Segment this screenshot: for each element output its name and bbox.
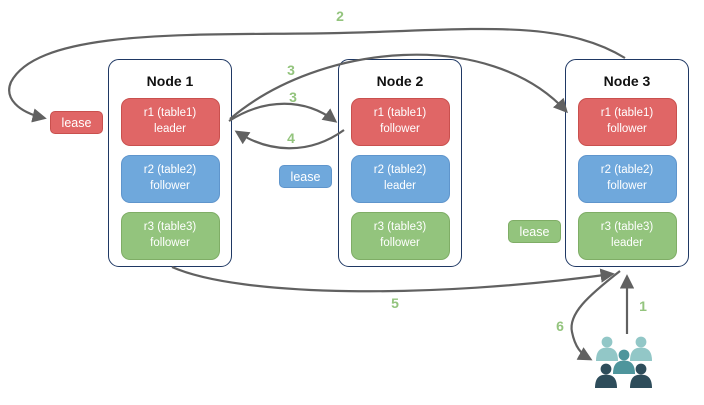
arrow-step5 — [171, 265, 615, 293]
replica-name: r1 (table1) — [600, 107, 654, 120]
replica-box-r3: r3 (table3) follower — [350, 212, 450, 260]
step-label-3b: 3 — [289, 89, 297, 105]
replica-box-r3: r3 (table3) leader — [577, 212, 677, 260]
replica-box-r3: r3 (table3) follower — [120, 212, 220, 260]
arrow-step3-to-node2 — [228, 102, 338, 123]
lease-badge-red: lease — [50, 111, 103, 134]
replica-role: leader — [611, 237, 643, 249]
node-3: Node 3 r1 (table1) follower r2 (table2) … — [565, 59, 689, 267]
replica-role: follower — [150, 180, 190, 192]
replica-box-r2: r2 (table2) follower — [120, 155, 220, 203]
replica-name: r2 (table2) — [600, 164, 654, 177]
replica-box-r1: r1 (table1) leader — [120, 98, 220, 146]
replica-name: r3 (table3) — [600, 221, 654, 234]
replica-name: r2 (table2) — [143, 164, 197, 177]
users-group-icon — [580, 333, 668, 400]
node-1: Node 1 r1 (table1) leader r2 (table2) fo… — [108, 59, 232, 267]
replica-box-r2: r2 (table2) leader — [350, 155, 450, 203]
node-title: Node 3 — [603, 73, 651, 89]
replica-role: follower — [607, 180, 647, 192]
replica-name: r3 (table3) — [143, 221, 197, 234]
step-label-2: 2 — [336, 8, 344, 24]
replica-box-r2: r2 (table2) follower — [577, 155, 677, 203]
node-2: Node 2 r1 (table1) follower r2 (table2) … — [338, 59, 462, 267]
step-label-1: 1 — [639, 298, 647, 314]
arrow-step2 — [8, 27, 626, 123]
replica-role: follower — [607, 123, 647, 135]
replica-name: r2 (table2) — [373, 164, 427, 177]
replica-box-r1: r1 (table1) follower — [577, 98, 677, 146]
step-label-4: 4 — [287, 130, 295, 146]
replica-name: r3 (table3) — [373, 221, 427, 234]
replica-name: r1 (table1) — [143, 107, 197, 120]
replica-role: follower — [150, 237, 190, 249]
replica-role: leader — [384, 180, 416, 192]
node-title: Node 1 — [146, 73, 194, 89]
replica-role: follower — [380, 123, 420, 135]
replica-role: leader — [154, 123, 186, 135]
replica-role: follower — [380, 237, 420, 249]
node-title: Node 2 — [376, 73, 424, 89]
lease-badge-green: lease — [508, 220, 561, 243]
replica-name: r1 (table1) — [373, 107, 427, 120]
lease-badge-blue: lease — [279, 165, 332, 188]
step-label-5: 5 — [391, 295, 399, 311]
step-label-3a: 3 — [287, 62, 295, 78]
step-label-6: 6 — [556, 318, 564, 334]
replica-box-r1: r1 (table1) follower — [350, 98, 450, 146]
